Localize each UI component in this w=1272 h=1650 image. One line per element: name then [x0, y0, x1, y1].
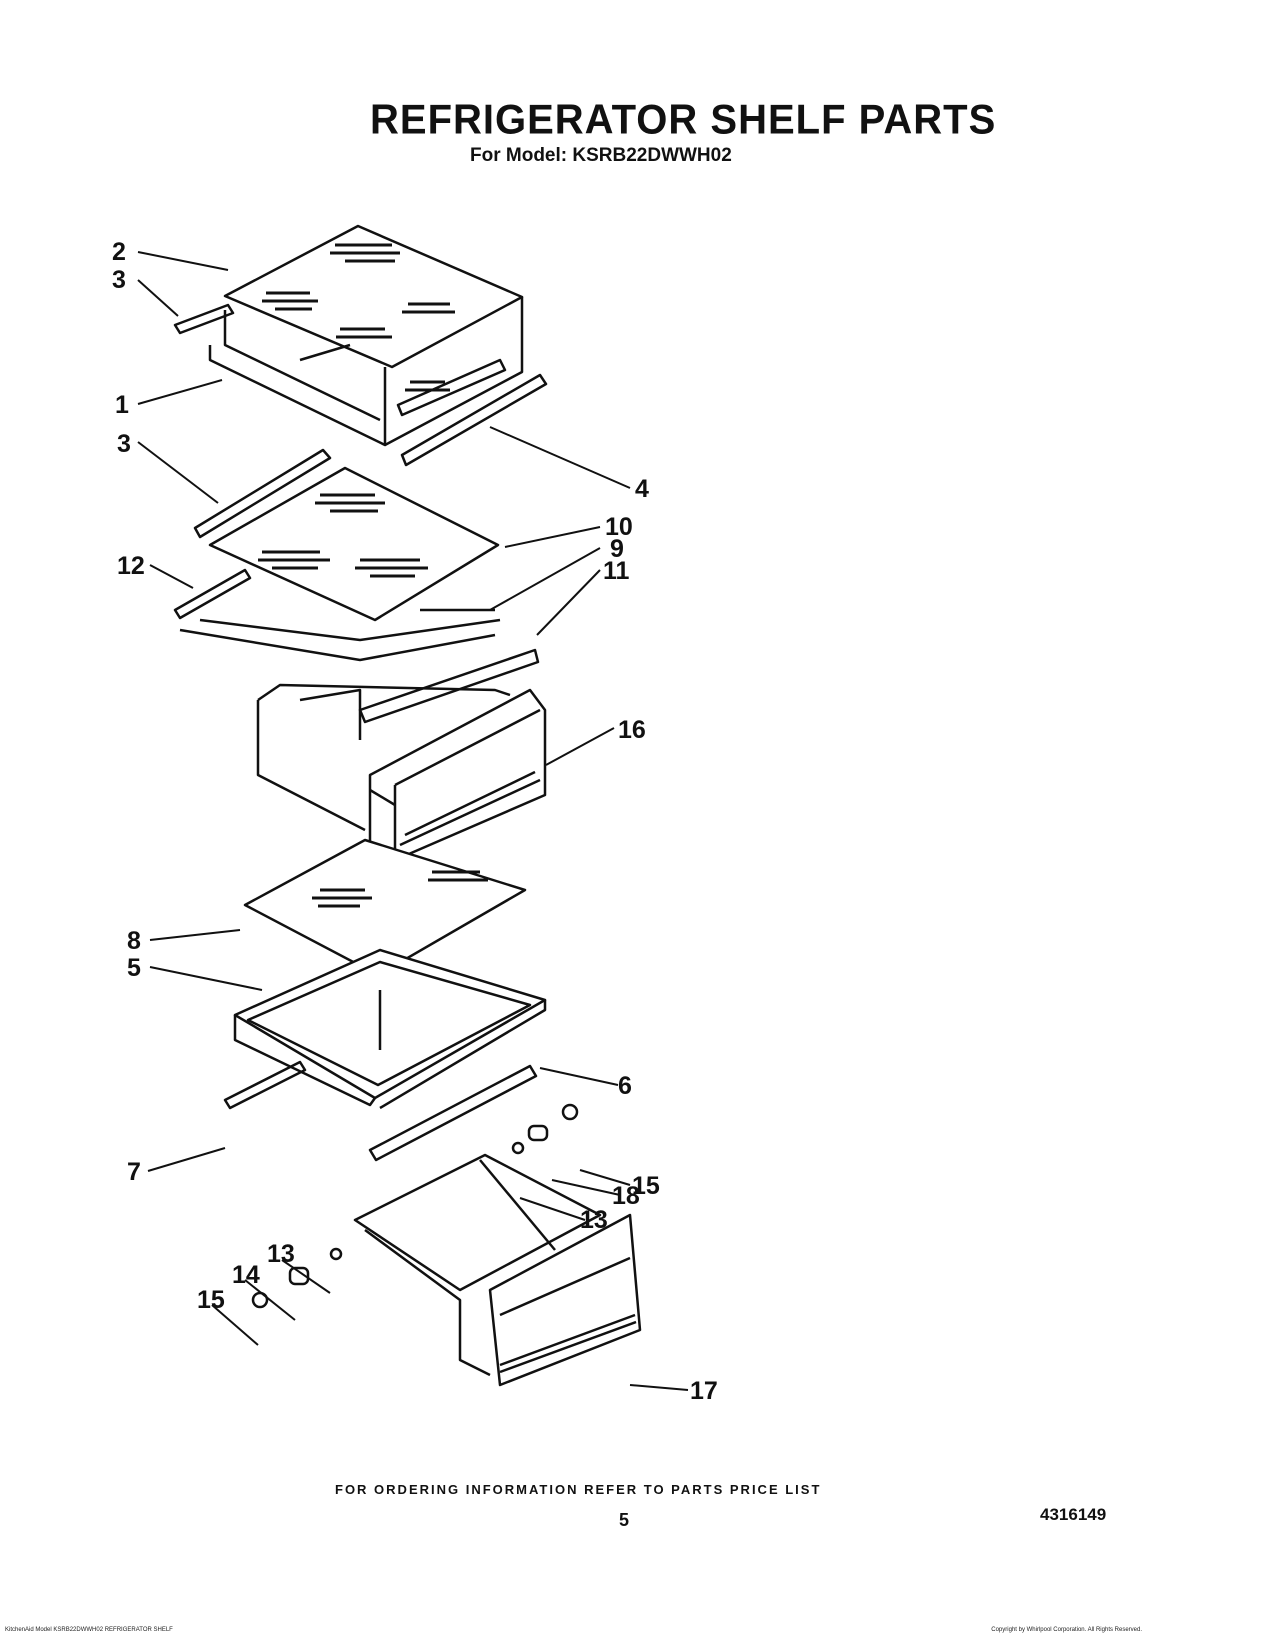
lower-glass-shelf	[243, 838, 527, 977]
callout-5: 5	[127, 954, 141, 982]
callout-3: 3	[117, 430, 131, 458]
fine-print-right: Copyright by Whirlpool Corporation. All …	[991, 1627, 1142, 1633]
lower-crisper-drawer	[353, 1153, 642, 1387]
callout-16: 16	[618, 716, 646, 744]
lower-shelf-frame	[233, 948, 547, 1110]
callout-4: 4	[635, 475, 649, 503]
callout-18: 18	[612, 1182, 640, 1210]
page-number: 5	[619, 1510, 630, 1530]
callout-13: 13	[267, 1240, 295, 1268]
upper-shelf-frame	[208, 297, 524, 447]
callout-10: 10	[605, 513, 633, 541]
fine-print-left: KitchenAid Model KSRB22DWWH02 REFRIGERAT…	[5, 1627, 173, 1633]
middle-trim-strip	[193, 448, 332, 539]
callout-3: 3	[112, 266, 126, 294]
ordering-note: FOR ORDERING INFORMATION REFER TO PARTS …	[335, 1482, 822, 1497]
callout-11: 11	[603, 557, 630, 585]
callout-7: 7	[127, 1158, 141, 1186]
callout-13: 13	[580, 1206, 608, 1234]
hardware-right	[511, 1103, 579, 1155]
callout-15: 15	[632, 1172, 660, 1200]
callout-6: 6	[618, 1072, 632, 1100]
leader-lines	[137, 251, 689, 1391]
middle-shelf-frame	[173, 568, 540, 724]
upper-shelf-trim-strips	[173, 303, 548, 467]
model-subtitle: For Model: KSRB22DWWH02	[470, 145, 732, 166]
lower-trim-strips	[223, 1060, 538, 1162]
callout-9: 9	[610, 535, 624, 563]
callout-2: 2	[112, 238, 126, 266]
upper-crisper-drawer	[256, 683, 547, 862]
document-number: 4316149	[1040, 1505, 1107, 1524]
callout-12: 12	[117, 552, 145, 580]
callout-17: 17	[690, 1377, 718, 1405]
callout-15: 15	[197, 1286, 225, 1314]
callout-8: 8	[127, 927, 141, 955]
middle-glass-shelf	[208, 466, 500, 622]
callout-1: 1	[115, 391, 129, 419]
page-title: REFRIGERATOR SHELF PARTS	[370, 96, 997, 144]
callout-14: 14	[232, 1261, 260, 1289]
callout-labels: 2 3 1 3 4 10 9 11 12 16 8 5 6 7 15 18 13…	[112, 238, 718, 1405]
